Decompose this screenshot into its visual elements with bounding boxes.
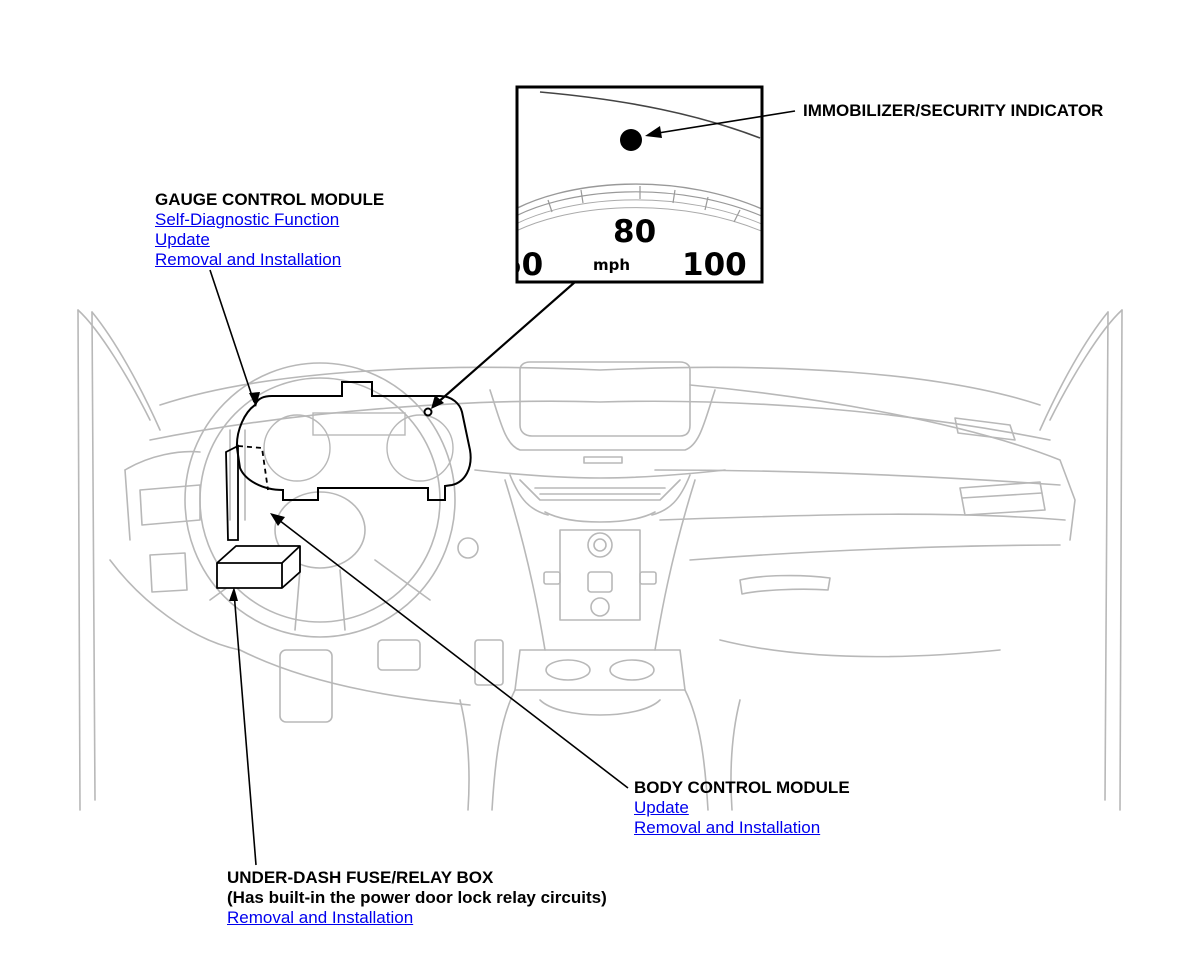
gauge-update-link[interactable]: Update <box>155 230 210 249</box>
gauge-cluster <box>235 381 472 501</box>
gauge-removal-installation-link[interactable]: Removal and Installation <box>155 250 342 269</box>
fuse-relay-box-outline <box>216 545 301 589</box>
bcm-removal-installation-link[interactable]: Removal and Installation <box>634 818 821 837</box>
gauge-inset-view: 80 mph 60 100 <box>500 85 764 284</box>
fuse-relay-box-callout: UNDER-DASH FUSE/RELAY BOX (Has built-in … <box>227 868 607 928</box>
gauge-cluster-inner <box>263 412 454 482</box>
security-indicator-icon <box>620 129 642 151</box>
fuse-box-removal-installation-link[interactable]: Removal and Installation <box>227 908 414 927</box>
body-control-module-outline <box>225 444 269 541</box>
body-control-module-callout: BODY CONTROL MODULE Update Removal and I… <box>634 778 850 838</box>
indicator-location-dot <box>423 407 433 417</box>
leader-lines <box>209 110 796 866</box>
fuse-relay-box-subtitle: (Has built-in the power door lock relay … <box>227 888 607 907</box>
fuse-relay-box-title: UNDER-DASH FUSE/RELAY BOX <box>227 868 494 887</box>
gauge-control-module-callout: GAUGE CONTROL MODULE Self-Diagnostic Fun… <box>155 190 384 270</box>
gauge-control-module-title: GAUGE CONTROL MODULE <box>155 190 385 209</box>
body-control-module-title: BODY CONTROL MODULE <box>634 778 850 797</box>
mph-label: mph <box>593 256 630 274</box>
speed-80-label: 80 <box>613 214 656 250</box>
gauge-self-diagnostic-link[interactable]: Self-Diagnostic Function <box>155 210 340 229</box>
speed-60-label: 60 <box>500 247 543 283</box>
immobilizer-callout: IMMOBILIZER/SECURITY INDICATOR <box>803 101 1103 121</box>
dashboard-line-art <box>77 309 1123 811</box>
bcm-update-link[interactable]: Update <box>634 798 689 817</box>
immobilizer-title: IMMOBILIZER/SECURITY INDICATOR <box>803 101 1104 120</box>
leader-arrowheads <box>229 126 662 601</box>
speed-100-label: 100 <box>682 247 747 283</box>
